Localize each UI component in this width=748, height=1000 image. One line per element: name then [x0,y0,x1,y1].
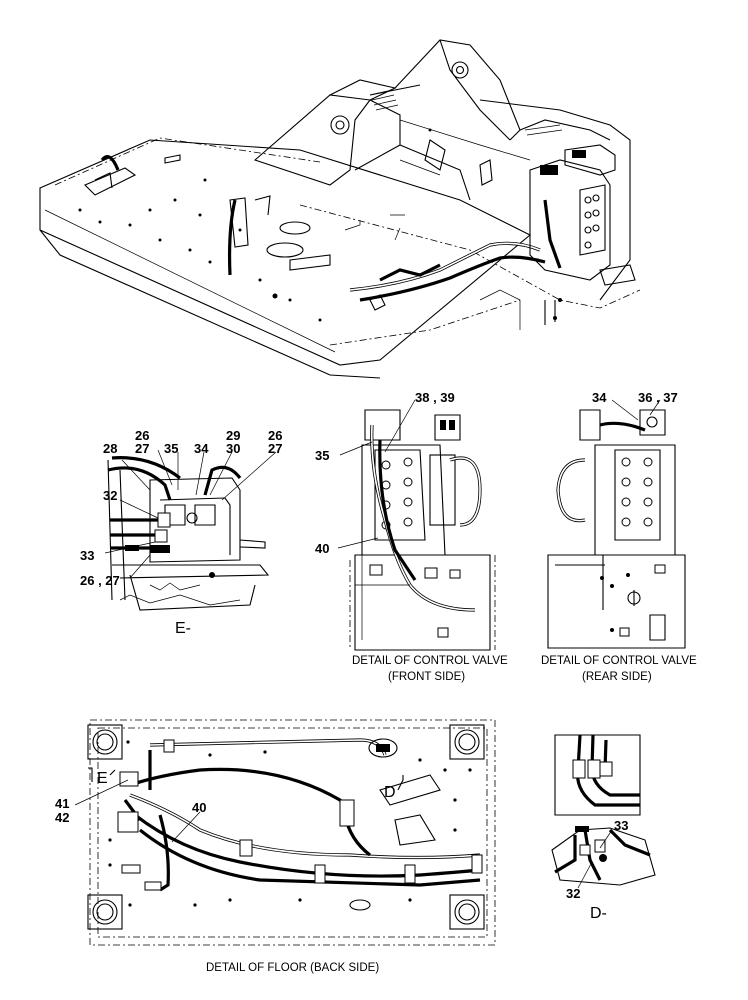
control-valve-front-view [337,399,496,651]
callout-40-floor: 40 [192,800,206,815]
callout-29: 29 [226,428,240,443]
callout-26-upper-left: 26 [135,428,149,443]
callout-36-37: 36 , 37 [638,390,678,405]
callout-32-e: 32 [103,488,117,503]
detail-e-view [104,449,277,611]
callout-33-d: 33 [614,818,628,833]
callout-30: 30 [226,441,240,456]
rear-valve-caption-line1: DETAIL OF CONTROL VALVE [541,655,697,667]
floor-d-marker: D [384,784,396,801]
callout-38-39: 38 , 39 [415,390,455,405]
control-valve-rear-view [547,399,686,649]
callout-35-e: 35 [164,441,178,456]
callout-40-front: 40 [315,541,329,556]
callout-34-e: 34 [194,441,209,456]
rear-valve-caption-line2: (REAR SIDE) [582,671,652,683]
callout-33-e: 33 [80,548,94,563]
callout-32-d: 32 [566,886,580,901]
callout-28: 28 [103,441,117,456]
front-valve-caption-line2: (FRONT SIDE) [388,671,465,683]
upper-frame-assembly-view [39,39,641,379]
floor-detail-view [74,719,496,946]
detail-e-label: E- [175,620,191,637]
callout-42: 42 [55,810,69,825]
floor-e-marker: E [97,770,108,787]
front-valve-caption-line1: DETAIL OF CONTROL VALVE [352,655,508,667]
callout-27-upper-left: 27 [135,441,149,456]
callout-35-front: 35 [315,448,329,463]
floor-caption: DETAIL OF FLOOR (BACK SIDE) [206,962,379,974]
detail-d-label: D- [590,905,607,922]
callout-41: 41 [55,796,69,811]
callout-26-upper-right: 26 [268,428,282,443]
detail-d-view [551,734,656,889]
callout-26-27-lower: 26 , 27 [80,573,120,588]
callout-27-upper-right: 27 [268,441,282,456]
callout-34-rear: 34 [592,390,607,405]
